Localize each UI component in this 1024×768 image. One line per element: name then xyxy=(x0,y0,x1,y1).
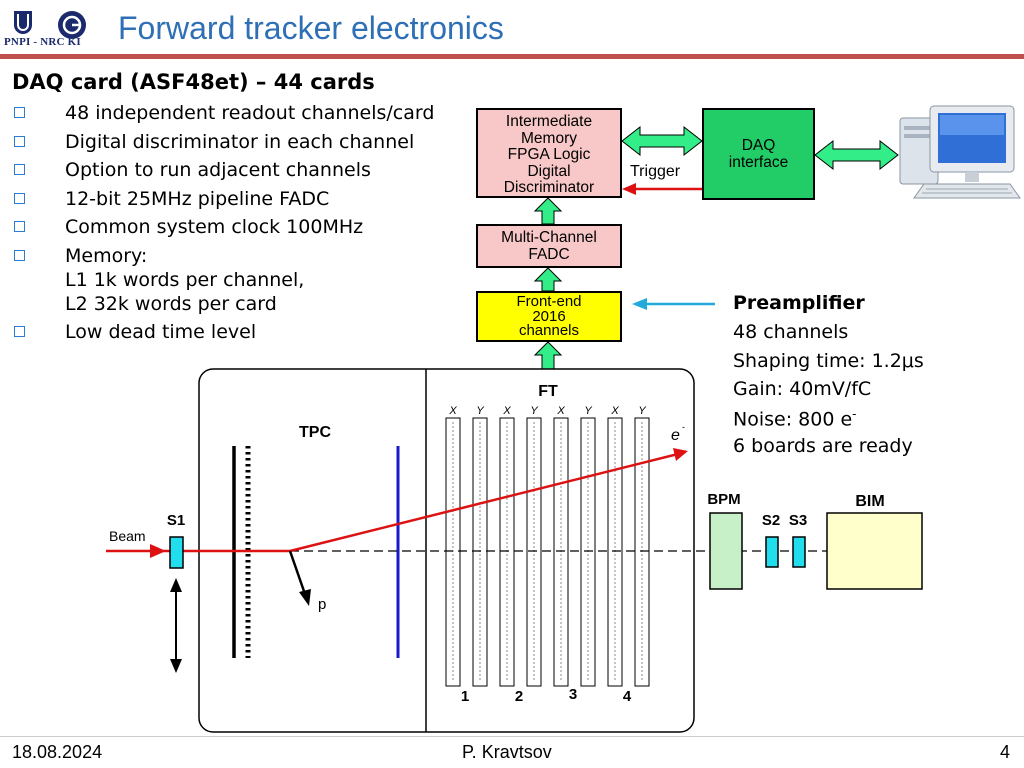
plane-label: Y xyxy=(584,405,592,417)
daq-bullet-7: Low dead time level xyxy=(65,321,257,343)
bpm-label: BPM xyxy=(707,491,740,508)
bullet-icon xyxy=(14,107,25,118)
daq-bullet-1: 48 independent readout channels/card xyxy=(65,102,435,124)
daq-bullet-5: Common system clock 100MHz xyxy=(65,216,364,238)
bullet-icon xyxy=(14,326,25,337)
plane-label: X xyxy=(556,405,565,417)
bim-detector xyxy=(826,512,923,590)
daq-bullet-4: 12-bit 25MHz pipeline FADC xyxy=(65,188,330,210)
s1-label: S1 xyxy=(167,512,185,529)
s2-counter xyxy=(765,536,779,568)
bullet-icon xyxy=(14,193,25,204)
proton-track xyxy=(288,550,308,598)
bullet-icon xyxy=(14,221,25,232)
bullet-icon xyxy=(14,250,25,261)
daq-bullet-2: Digital discriminator in each channel xyxy=(65,131,415,153)
bim-label: BIM xyxy=(855,493,884,510)
page-number: 4 xyxy=(1000,742,1011,762)
plane-label: Y xyxy=(476,405,484,417)
ft-label: FT xyxy=(538,383,558,400)
pnpi-logo xyxy=(14,11,86,39)
preamp-line-1: 48 channels xyxy=(733,321,849,343)
bpm-detector xyxy=(709,512,743,590)
electron-track xyxy=(289,451,683,553)
footer-divider xyxy=(0,736,1024,737)
plane-label: Y xyxy=(530,405,538,417)
bullet-icon xyxy=(14,136,25,147)
preamplifier-title: Preamplifier xyxy=(733,292,865,314)
daq-bullet-3: Option to run adjacent channels xyxy=(65,159,371,181)
computer-icon xyxy=(899,105,1021,199)
proton-label: p xyxy=(318,596,326,613)
s1-counter xyxy=(169,536,184,569)
daq-computer-arrow xyxy=(814,139,899,171)
page-title: Forward tracker electronics xyxy=(118,10,504,46)
station-number: 1 xyxy=(461,688,469,705)
logo-text: PNPI - NRC KI xyxy=(4,36,81,48)
daq-card-heading: DAQ card (ASF48et) – 44 cards xyxy=(12,70,375,94)
station-number: 4 xyxy=(623,688,632,705)
preamp-line-4: Noise: 800 e- xyxy=(733,407,857,431)
title-divider xyxy=(0,54,1024,59)
s2-label: S2 xyxy=(762,512,780,529)
bullet-icon xyxy=(14,164,25,175)
station-number: 2 xyxy=(515,688,523,705)
preamp-line-3: Gain: 40mV/fC xyxy=(733,378,872,400)
s3-label: S3 xyxy=(789,512,807,529)
tpc-label: TPC xyxy=(299,424,331,441)
footer-author: P. Kravtsov xyxy=(462,742,552,762)
plane-label: Y xyxy=(638,405,646,417)
station-number: 3 xyxy=(569,686,577,703)
trigger-label: Trigger xyxy=(630,163,681,180)
plane-label: X xyxy=(448,405,457,417)
plane-label: X xyxy=(502,405,511,417)
preamp-line-2: Shaping time: 1.2μs xyxy=(733,350,924,372)
daq-bullet-6: Memory: L1 1k words per channel, L2 32k … xyxy=(65,245,305,315)
s3-counter xyxy=(792,536,806,568)
preamp-line-5: 6 boards are ready xyxy=(733,435,913,457)
beam-label: Beam xyxy=(109,528,146,544)
plane-label: X xyxy=(610,405,619,417)
electron-charge: - xyxy=(682,422,685,432)
footer-date: 18.08.2024 xyxy=(12,742,103,762)
electron-label: e xyxy=(671,427,680,444)
